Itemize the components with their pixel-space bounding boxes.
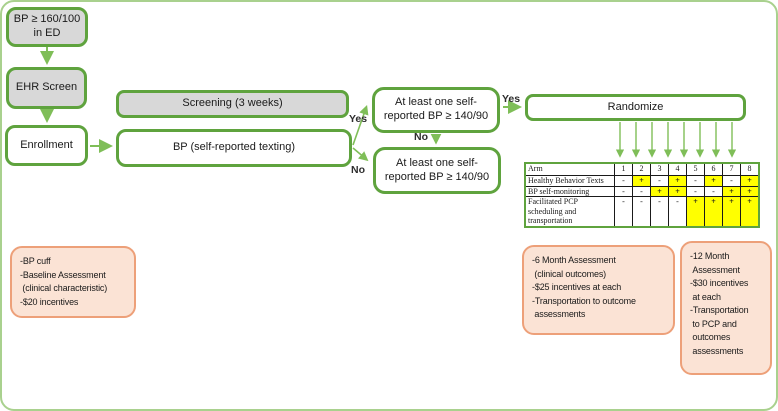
arm-value: -	[686, 185, 705, 198]
arm-value: -	[632, 196, 651, 228]
arm-value: -	[722, 175, 741, 187]
table-row-healthy-texts: Healthy Behavior Texts - + - + - + - +	[524, 175, 760, 187]
arm-value: -	[650, 175, 669, 187]
node-bp-texting: BP (self-reported texting)	[116, 129, 352, 167]
note-twelve-month-assessment: -12 Month Assessment -$30 incentives at …	[680, 241, 772, 375]
arm-value: +	[704, 175, 723, 187]
edge-label-no-between-selfreports: No	[414, 131, 428, 143]
randomization-arms-table: Arm 1 2 3 4 5 6 7 8 Healthy Behavior Tex…	[524, 162, 760, 228]
arm-value: +	[740, 185, 760, 198]
node-screening: Screening (3 weeks)	[116, 90, 349, 118]
node-randomize: Randomize	[525, 94, 746, 121]
arm-value: +	[632, 175, 651, 187]
arm-number: 7	[722, 162, 741, 176]
arm-number: 5	[686, 162, 705, 176]
arm-value: +	[668, 185, 687, 198]
arm-number: 6	[704, 162, 723, 176]
arm-value: +	[704, 196, 723, 228]
arm-value: +	[740, 175, 760, 187]
note-six-month-assessment: -6 Month Assessment (clinical outcomes) …	[522, 245, 675, 335]
arm-value: -	[614, 196, 633, 228]
arm-value: -	[632, 185, 651, 198]
arm-value: +	[668, 175, 687, 187]
arm-value: -	[614, 175, 633, 187]
arm-value: -	[614, 185, 633, 198]
arm-value: -	[704, 185, 723, 198]
arrow-no-to-selfreport2	[352, 147, 369, 162]
row-label: BP self-monitoring	[524, 185, 615, 198]
node-ehr-screen: EHR Screen	[6, 67, 87, 109]
arm-value: +	[740, 196, 760, 228]
edge-label-yes-to-randomize: Yes	[502, 93, 521, 105]
arm-value: +	[722, 185, 741, 198]
arm-value: -	[668, 196, 687, 228]
edge-label-yes-from-texting: Yes	[349, 113, 368, 125]
arm-number: 2	[632, 162, 651, 176]
node-self-report-no: At least one self- reported BP ≥ 140/90	[373, 147, 501, 194]
arm-number: 1	[614, 162, 633, 176]
arm-number: 8	[740, 162, 760, 176]
arrow-yes-to-selfreport1	[352, 104, 369, 146]
row-label: Facilitated PCP scheduling and transport…	[524, 196, 615, 228]
table-row-arm: Arm 1 2 3 4 5 6 7 8	[524, 162, 760, 176]
node-enrollment: Enrollment	[5, 125, 88, 166]
table-row-bp-self-monitoring: BP self-monitoring - - + + - - + +	[524, 185, 760, 198]
arm-number: 3	[650, 162, 669, 176]
row-label: Healthy Behavior Texts	[524, 175, 615, 187]
arm-value: +	[686, 196, 705, 228]
arm-header-cell: Arm	[524, 162, 615, 176]
arm-value: -	[686, 175, 705, 187]
node-self-report-yes: At least one self- reported BP ≥ 140/90	[372, 87, 500, 133]
node-bp-ed: BP ≥ 160/100 in ED	[6, 7, 88, 47]
edge-label-no-from-texting: No	[351, 164, 365, 176]
arm-value: +	[650, 185, 669, 198]
table-row-facilitated-pcp: Facilitated PCP scheduling and transport…	[524, 196, 760, 228]
note-baseline-assessment: -BP cuff -Baseline Assessment (clinical …	[10, 246, 136, 318]
arm-value: +	[722, 196, 741, 228]
arm-number: 4	[668, 162, 687, 176]
arm-value: -	[650, 196, 669, 228]
